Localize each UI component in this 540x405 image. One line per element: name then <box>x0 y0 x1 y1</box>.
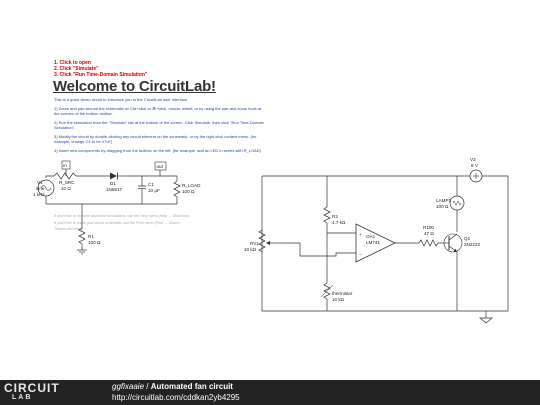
d1-name: D1 <box>110 181 116 186</box>
c1-value: 10 µF <box>148 188 160 193</box>
lamp-lamp1[interactable] <box>449 176 465 232</box>
circuitlab-logo[interactable]: CIRCUIT LAB <box>4 382 66 403</box>
wire <box>261 175 509 312</box>
right-circuit: V2 6 V LAMP1 100 Ω Q1 2N222 <box>244 157 509 324</box>
transistor-q1[interactable] <box>441 233 463 311</box>
svg-text:+: + <box>359 232 362 237</box>
instruction-steps: 1. Click to open 2. Click "Simulate" 3. … <box>54 60 147 78</box>
wire <box>282 242 356 257</box>
d1-value: 1N5817 <box>106 187 123 192</box>
r-src-name: R_SRC <box>59 180 75 185</box>
r1-name: R1 <box>88 234 94 239</box>
c1-name: C1 <box>148 182 154 187</box>
help-line: If you'd like to hit more advanced simul… <box>54 214 191 218</box>
rv1-value: 10 kΩ <box>244 247 257 252</box>
thermistor[interactable] <box>323 282 331 311</box>
voltage-source-v2[interactable] <box>469 169 483 183</box>
r100-value: 47 Ω <box>424 231 434 236</box>
help-text: If you'd like to hit more advanced simul… <box>54 214 254 234</box>
step-1: 1. Click to open <box>54 60 91 66</box>
separator: / <box>146 382 149 391</box>
step-3: 3. Click "Run Time-Domain Simulation" <box>54 72 148 78</box>
intro-line: 2) Run the simulation from the "Simulate… <box>54 120 264 130</box>
ground-symbol <box>479 311 493 324</box>
rv1-wiper[interactable] <box>266 241 282 245</box>
left-circuit: in out V1 sine 1 kHz R_SRC 10 Ω D1 1N581… <box>33 160 201 255</box>
circuit-name[interactable]: Automated fan circuit <box>150 382 233 391</box>
wire <box>122 175 178 181</box>
step-2: 2. Click "Simulate" <box>54 66 99 72</box>
thermistor-name: thermistor <box>332 291 353 296</box>
svg-text:−: − <box>359 252 362 257</box>
r-load-value: 100 Ω <box>182 189 195 194</box>
intro-line: This is a quick demo circuit to introduc… <box>54 97 189 102</box>
capacitor-c1[interactable] <box>137 176 147 204</box>
author-link[interactable]: ggfixaaie <box>112 382 145 391</box>
thermistor-indicator <box>320 284 334 298</box>
voltage-source-v1[interactable] <box>37 179 55 204</box>
rv1-name: RV1 <box>250 241 259 246</box>
intro-line: 1) Zoom and pan around the schematic w/ … <box>54 106 262 116</box>
v1-type: sine <box>36 186 45 191</box>
probe-in-label: in <box>63 163 67 168</box>
oa1-value: LM741 <box>366 240 380 245</box>
r100-name: R100 <box>423 225 434 230</box>
oa1-name: OA1 <box>366 234 376 239</box>
resistor-r1[interactable] <box>78 204 86 250</box>
r1-value: 100 Ω <box>88 240 101 245</box>
diode-d1[interactable] <box>110 172 122 180</box>
resistor-r2[interactable] <box>323 176 331 283</box>
ground-symbol <box>77 249 87 255</box>
potentiometer-rv1[interactable] <box>258 229 266 253</box>
r2-name: R2 <box>332 214 338 219</box>
v2-value: 6 V <box>471 163 479 168</box>
circuit-url[interactable]: http://circuitlab.com/cddkan2yb4295 <box>112 393 240 402</box>
help-line: If you'd like to share your circuit sche… <box>54 220 181 225</box>
v1-freq: 1 kHz <box>33 192 45 197</box>
logo-lab-text: LAB <box>12 394 33 401</box>
wire <box>45 175 54 178</box>
probe-out-label: out <box>157 164 164 169</box>
schematic-canvas[interactable]: 1. Click to open 2. Click "Simulate" 3. … <box>0 0 540 380</box>
schematic-drawing: in out V1 sine 1 kHz R_SRC 10 Ω D1 1N581… <box>33 157 509 324</box>
r-src-value: 10 Ω <box>61 186 71 191</box>
v1-name: V1 <box>37 180 43 185</box>
opamp-oa1[interactable]: + − <box>355 223 396 263</box>
probe-out[interactable]: out <box>154 161 167 176</box>
intro-line: 4) Insert new components by dragging fro… <box>54 148 261 153</box>
intro-text: This is a quick demo circuit to introduc… <box>54 97 264 157</box>
r2-value: 4.7 kΩ <box>332 220 346 225</box>
probe-in[interactable]: in <box>61 160 71 176</box>
v2-name: V2 <box>470 157 476 162</box>
resistor-r-load[interactable] <box>173 180 181 204</box>
resistor-r100[interactable] <box>395 239 441 247</box>
logo-circuit-text: CIRCUIT <box>4 381 60 395</box>
resistor-r-src[interactable] <box>53 172 78 180</box>
footer-circuit-info: ggfixaaie / Automated fan circuit <box>112 382 233 391</box>
r-load-name: R_LOAD <box>182 183 201 188</box>
q1-name: Q1 <box>464 236 471 241</box>
welcome-title: Welcome to CircuitLab! <box>53 78 216 95</box>
footer-bar: CIRCUIT LAB <box>0 380 540 405</box>
lamp1-name: LAMP1 <box>436 198 452 203</box>
thermistor-value: 10 kΩ <box>332 297 345 302</box>
intro-line: 3) Modify the circuit by double-clicking… <box>54 134 257 144</box>
lamp1-value: 100 Ω <box>436 204 449 209</box>
q1-value: 2N2222 <box>464 242 481 247</box>
help-line: Thanks and enjoy! <box>54 227 84 232</box>
